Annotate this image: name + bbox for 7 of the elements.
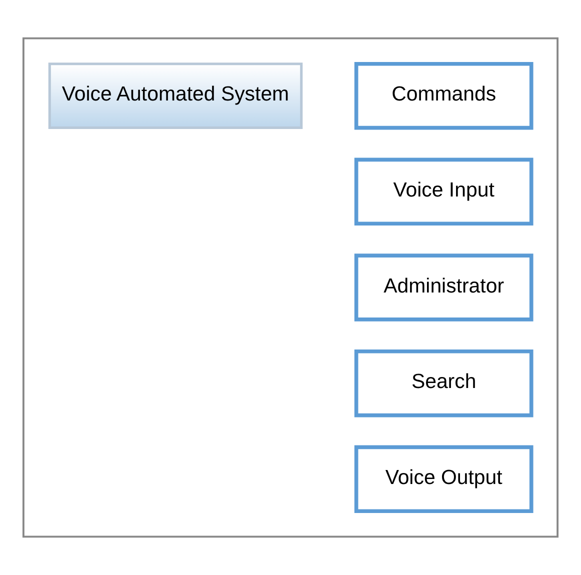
node-box: Voice Automated System xyxy=(48,62,303,130)
node-box: Administrator xyxy=(354,254,534,322)
cluster xyxy=(22,37,559,538)
node-box: Voice Input xyxy=(354,158,534,226)
node-box: Commands xyxy=(354,62,534,130)
node-box: Voice Output xyxy=(354,445,534,514)
node-box: Search xyxy=(354,349,534,418)
